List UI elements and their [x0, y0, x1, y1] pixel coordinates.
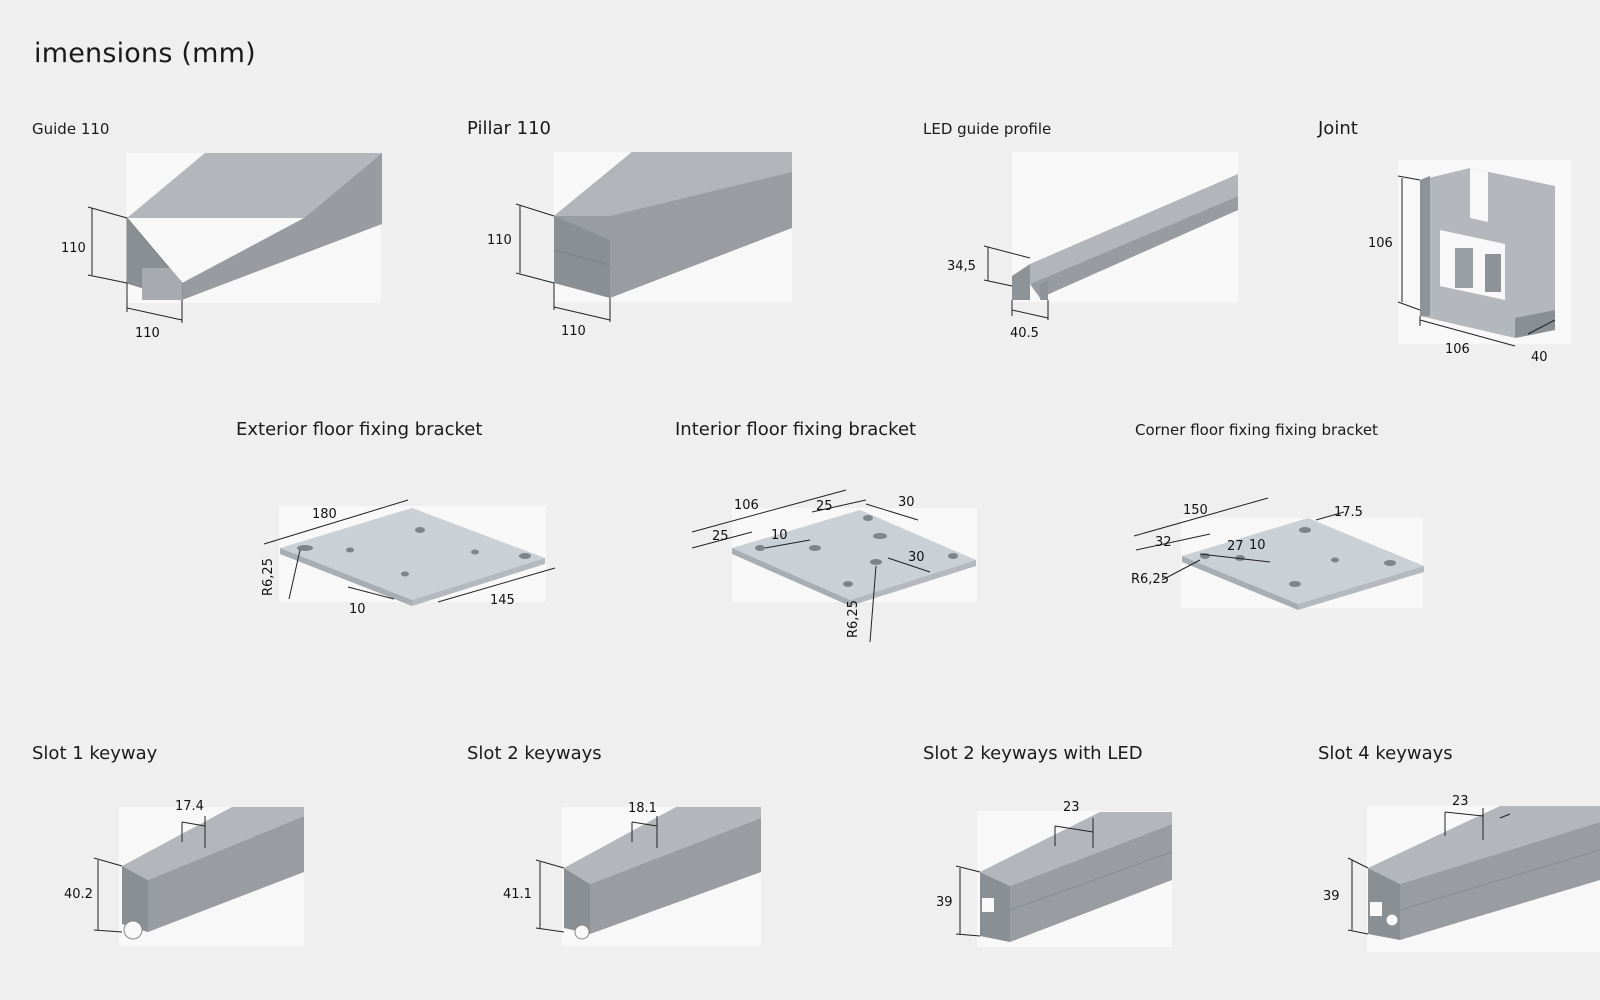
slot4-label: Slot 4 keyways	[1318, 743, 1453, 764]
pillar-110-width-dim: 110	[561, 324, 586, 339]
exterior-bracket-label: Exterior floor fixing bracket	[236, 419, 483, 440]
corner-bracket-svg: 150 17.5 32 27 10 R6,25	[1131, 497, 1424, 610]
slot2-led-svg: 23 39	[936, 800, 1173, 942]
led-guide-svg: 34,5 40.5	[947, 152, 1238, 341]
slot1-keyway-dim: 17.4	[175, 799, 204, 814]
corner-bracket-offset-b-dim: 32	[1155, 535, 1172, 550]
interior-bracket-label: Interior floor fixing bracket	[675, 419, 917, 440]
slot2-led-keyway-dim: 23	[1063, 800, 1080, 815]
exterior-bracket-width-dim: 145	[490, 593, 515, 608]
pillar-110-label: Pillar 110	[467, 118, 551, 139]
pillar-110-height-dim: 110	[487, 233, 512, 248]
exterior-bracket-svg: 180 R6,25 10 145	[261, 499, 556, 617]
led-guide-width-dim: 40.5	[1010, 326, 1039, 341]
interior-bracket-offset-b-dim: 30	[898, 495, 915, 510]
guide-110-svg: 110 110	[61, 153, 382, 341]
corner-bracket-offset-c-dim: 27	[1227, 539, 1244, 554]
page-title: imensions (mm)	[34, 38, 256, 69]
corner-bracket-offset-a-dim: 17.5	[1334, 505, 1363, 520]
interior-bracket-slot-dim: 10	[771, 528, 788, 543]
slot2-svg: 18.1 41.1	[503, 801, 761, 946]
pillar-110-svg: 110 110	[487, 152, 792, 339]
exterior-bracket-length-dim: 180	[312, 507, 337, 522]
interior-bracket-radius-dim: R6,25	[846, 600, 861, 638]
led-guide-label: LED guide profile	[923, 120, 1052, 138]
joint-svg: 106 106 40	[1368, 160, 1571, 365]
corner-bracket-length-dim: 150	[1183, 503, 1208, 518]
interior-bracket-length-dim: 106	[734, 498, 759, 513]
slot4-svg: 23 39	[1323, 794, 1600, 940]
slot1-label: Slot 1 keyway	[32, 743, 158, 764]
guide-110-label: Guide 110	[32, 120, 110, 138]
corner-bracket-radius-dim: R6,25	[1131, 572, 1169, 587]
joint-label: Joint	[1318, 118, 1358, 139]
interior-bracket-offset-a-dim: 25	[816, 499, 833, 514]
interior-bracket-offset-d-dim: 30	[908, 550, 925, 565]
slot2-height-dim: 41.1	[503, 887, 532, 902]
guide-110-height-dim: 110	[61, 241, 86, 256]
interior-bracket-svg: 106 25 30 25 10 30 R6,25	[691, 489, 977, 643]
corner-bracket-label: Corner floor fixing fixing bracket	[1135, 421, 1378, 439]
joint-width-dim: 106	[1445, 342, 1470, 357]
guide-110-width-dim: 110	[135, 326, 160, 341]
joint-height-dim: 106	[1368, 236, 1393, 251]
slot1-height-dim: 40.2	[64, 887, 93, 902]
slot2-led-label: Slot 2 keyways with LED	[923, 743, 1143, 764]
slot2-label: Slot 2 keyways	[467, 743, 602, 764]
slot2-keyway-dim: 18.1	[628, 801, 657, 816]
exterior-bracket-slot-dim: 10	[349, 602, 366, 617]
interior-bracket-offset-c-dim: 25	[712, 529, 729, 544]
slot4-keyway-dim: 23	[1452, 794, 1469, 809]
exterior-bracket-radius-dim: R6,25	[261, 558, 276, 596]
corner-bracket-slot-dim: 10	[1249, 538, 1266, 553]
joint-depth-dim: 40	[1531, 350, 1548, 365]
led-guide-height-dim: 34,5	[947, 259, 976, 274]
slot4-height-dim: 39	[1323, 889, 1340, 904]
slot2-led-height-dim: 39	[936, 895, 953, 910]
slot1-svg: 17.4 40.2	[64, 799, 304, 946]
